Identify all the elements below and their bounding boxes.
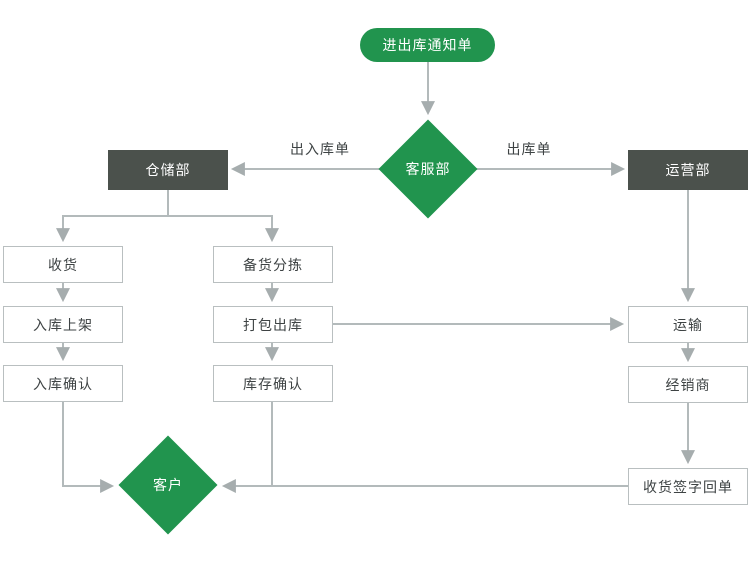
node-receive: 收货: [3, 246, 123, 283]
node-inbound-confirm: 入库确认: [3, 365, 123, 402]
edge-warehouse-dept-to-receive: [56, 190, 169, 243]
node-shelve: 入库上架: [3, 306, 123, 343]
node-picking: 备货分拣: [213, 246, 333, 283]
edge-label-in-out-order: 出入库单: [290, 141, 350, 157]
edge-inbound-confirm-to-customer: [62, 402, 115, 493]
node-stock-confirm: 库存确认: [213, 365, 333, 402]
node-pack-ship: 打包出库: [213, 306, 333, 343]
node-warehouse-dept: 仓储部: [108, 150, 228, 190]
node-transport: 运输: [628, 306, 748, 343]
edge-warehouse-dept-to-picking: [168, 215, 279, 243]
node-notice: 进出库通知单: [360, 28, 495, 62]
node-signed-receipt: 收货签字回单: [628, 468, 748, 505]
node-customer-service-label: 客服部: [405, 161, 451, 177]
node-distributor: 经销商: [628, 366, 748, 403]
node-customer-label: 客户: [153, 477, 183, 493]
node-operations-dept: 运营部: [628, 150, 748, 190]
edge-label-out-order: 出库单: [506, 141, 552, 157]
